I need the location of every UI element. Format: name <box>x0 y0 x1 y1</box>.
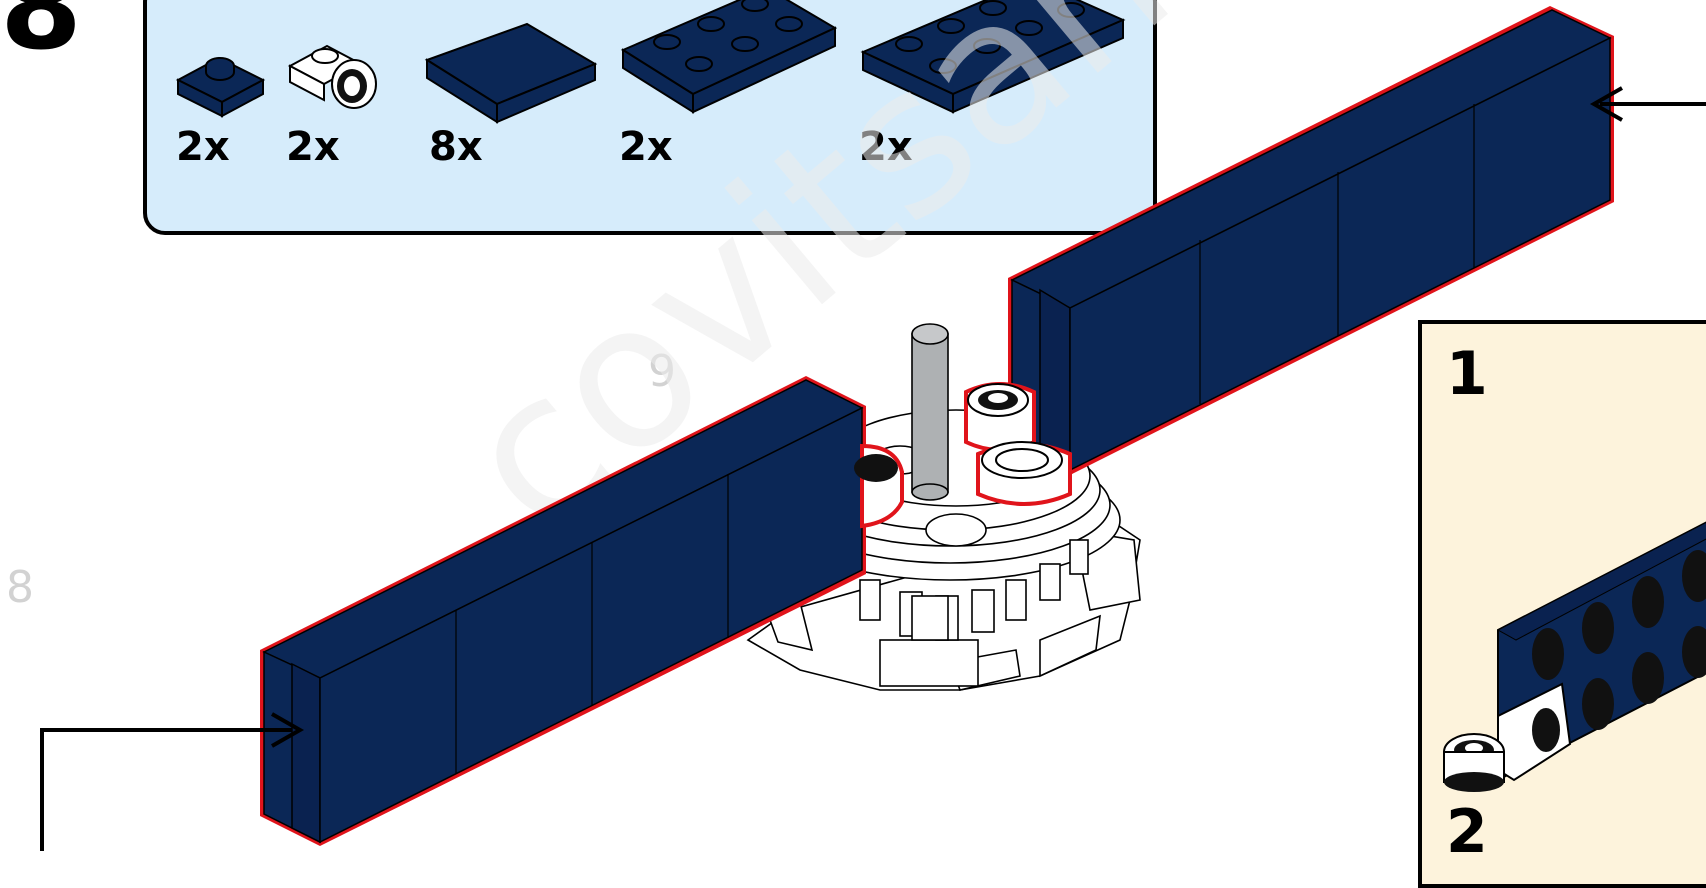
substep-number-1: 1 <box>1446 339 1488 409</box>
part-quantity: 8x <box>429 124 483 170</box>
parts-list-panel: 2x 2x 8x 2x 2x <box>143 0 1157 235</box>
part-quantity: 2x <box>859 124 913 170</box>
part-quantity: 2x <box>619 124 673 170</box>
plate-2x3-icon <box>620 0 838 114</box>
callout-arrows <box>40 86 1706 851</box>
substep-illustration <box>1443 521 1706 792</box>
tile-2x2-icon <box>424 22 598 124</box>
build-scene <box>40 6 1706 851</box>
plate-clip-icon <box>287 44 377 109</box>
page-number-left: 8 <box>6 562 34 613</box>
plate-1x1-icon <box>175 56 266 118</box>
parts-illustrations <box>175 0 1126 124</box>
substep-panel: 1 2 <box>1418 320 1706 888</box>
right-panel-bar <box>1008 6 1614 474</box>
page-number-center: 9 <box>648 346 676 397</box>
step-number: 8 <box>0 0 83 76</box>
axle <box>911 323 949 501</box>
substep-number-2: 2 <box>1446 797 1488 867</box>
left-panel-bar <box>260 376 866 846</box>
plate-2x4-icon <box>860 0 1126 114</box>
part-quantity: 2x <box>286 124 340 170</box>
part-quantity: 2x <box>176 124 230 170</box>
clip-studs <box>854 382 1072 529</box>
